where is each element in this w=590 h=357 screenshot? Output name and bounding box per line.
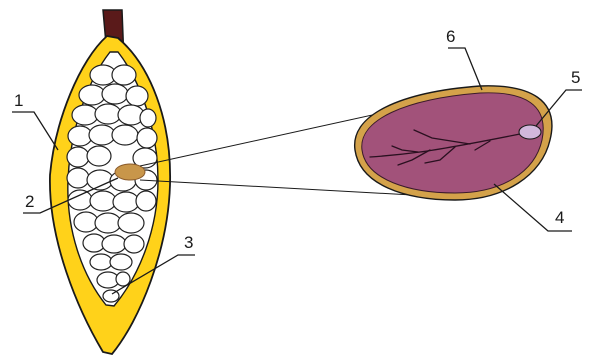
label-5: 5	[571, 68, 580, 87]
bean-embryo	[519, 125, 541, 139]
label-2: 2	[25, 192, 34, 211]
label-4: 4	[555, 208, 564, 227]
enlarged-bean	[355, 86, 552, 200]
label-6: 6	[446, 27, 455, 46]
label-1: 1	[14, 91, 23, 110]
label-3: 3	[184, 233, 193, 252]
